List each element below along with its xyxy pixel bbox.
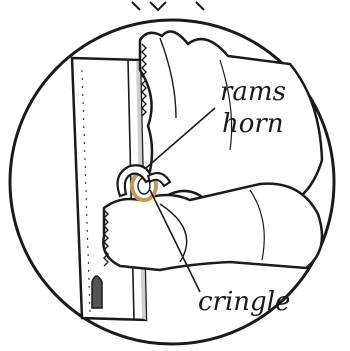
- caption-fragment: [132, 2, 204, 10]
- label-rams: rams: [220, 77, 286, 107]
- boom-slot: [92, 276, 102, 308]
- label-cringle: cringle: [198, 287, 290, 317]
- label-horn: horn: [222, 109, 284, 139]
